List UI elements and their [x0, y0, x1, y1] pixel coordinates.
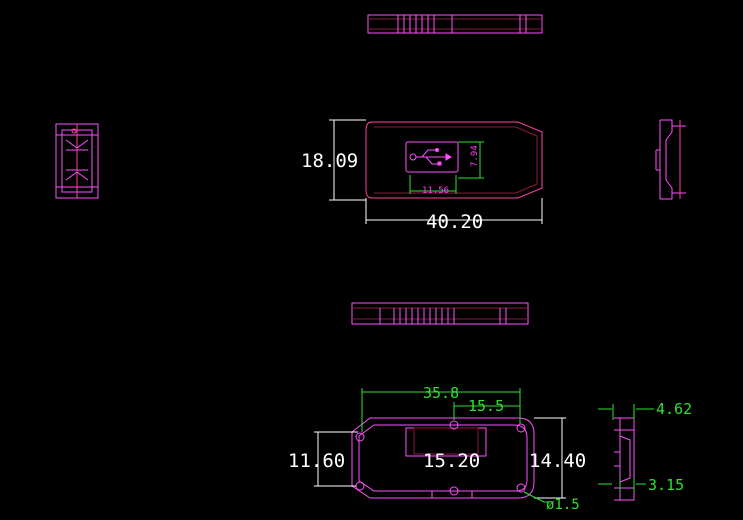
interior-left-height-dimension	[314, 431, 358, 487]
interior-hole-top-left	[355, 432, 365, 442]
top-edge-view	[367, 14, 543, 34]
plan-height-label: 18.09	[301, 150, 358, 172]
side-bottom-thickness-label: 3.15	[648, 476, 684, 494]
interior-inner-width-label: 15.5	[468, 397, 504, 415]
side-section-outline	[614, 417, 635, 501]
side-top-thickness-label: 4.62	[656, 400, 692, 418]
interior-hole-bottom-right	[516, 483, 526, 493]
right-end-view	[655, 119, 686, 200]
interior-outline	[351, 417, 535, 499]
interior-center-label: 15.20	[423, 450, 480, 472]
bottom-edge-view	[351, 302, 529, 325]
usb-window-dimensions	[409, 141, 484, 194]
bottom-edge-outline	[351, 302, 529, 325]
interior-view	[351, 417, 535, 499]
interior-hole-top-right	[516, 423, 526, 433]
plan-outline	[365, 121, 543, 199]
interior-right-height-dimension	[534, 417, 566, 499]
plan-view	[365, 121, 543, 199]
interior-left-height-label: 11.60	[288, 450, 345, 472]
plan-width-dimension	[365, 198, 543, 224]
top-edge-outline	[367, 14, 543, 34]
hole-diameter-leader	[523, 491, 548, 503]
hole-diameter-label: ø1.5	[546, 497, 580, 513]
plan-width-label: 40.20	[426, 211, 483, 233]
usb-window-width-label: 11.56	[422, 186, 449, 196]
interior-hole-bottom-center	[449, 486, 459, 496]
interior-inner-width-dimension	[453, 402, 520, 420]
usb-window	[405, 141, 459, 173]
usb-window-height-label: 7.94	[470, 145, 480, 167]
interior-right-height-label: 14.40	[529, 450, 586, 472]
interior-top-width-label: 35.8	[423, 384, 459, 402]
left-end-view	[55, 123, 99, 199]
right-end-outline	[660, 119, 673, 200]
plan-height-dimension	[329, 119, 366, 201]
interior-hole-top-center	[449, 420, 459, 430]
side-section-dimensions	[598, 404, 654, 492]
usb-icon	[409, 148, 452, 166]
